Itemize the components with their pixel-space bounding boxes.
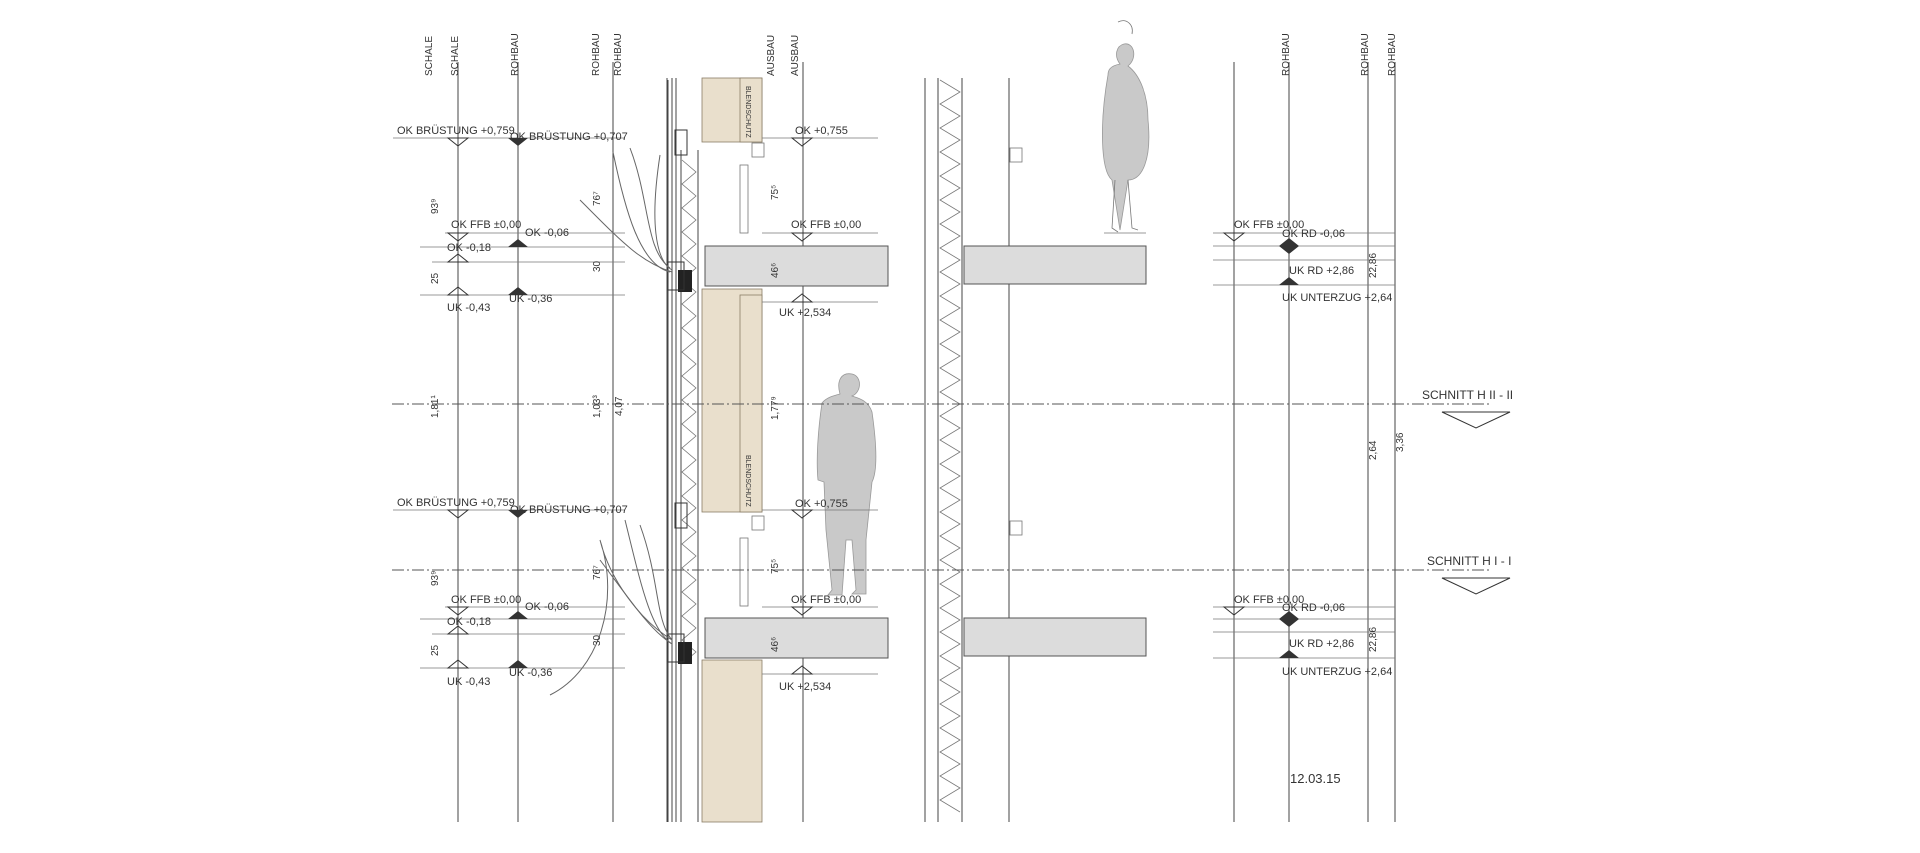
dim-1-03-3: 1,03³: [592, 395, 603, 418]
dim-30-lower: 30: [592, 634, 603, 646]
axis-label-ausbau-2: AUSBAU: [790, 35, 801, 76]
axis-label-ausbau-1: AUSBAU: [766, 35, 777, 76]
cable-curves: [549, 147, 673, 696]
ok-ffb-left-lower: OK FFB ±0,00: [451, 594, 521, 606]
ok-ffb-right-upper: OK FFB ±0,00: [1234, 219, 1304, 231]
level-markers-lower: [446, 509, 1299, 675]
ok-bruestung-rohbau-upper: OK BRÜSTUNG +0,707: [510, 131, 628, 143]
insulation-hatch: [681, 159, 697, 665]
ok-ffb-mid-lower: OK FFB ±0,00: [791, 594, 861, 606]
dim-25-upper: 25: [430, 272, 441, 284]
level-markers-upper: [446, 137, 1299, 303]
dim-1-81-1: 1,81¹: [430, 395, 441, 418]
dim-76-7-upper: 76⁷: [592, 191, 603, 206]
ok-rd-lower: OK RD -0,06: [1282, 602, 1345, 614]
ok-rd-upper: OK RD -0,06: [1282, 228, 1345, 240]
dim-2-64: 2,64: [1368, 440, 1379, 460]
section-cut-lines: [392, 403, 1511, 595]
section-label-lower: SCHNITT H I - I: [1427, 554, 1511, 568]
dim-93-9-upper: 93⁹: [430, 199, 441, 214]
ok-ffb-mid-upper: OK FFB ±0,00: [791, 219, 861, 231]
human-figure-woman: [1102, 20, 1150, 233]
dim-75-5-lower: 75⁵: [770, 559, 781, 574]
uk-unterzug-upper: UK UNTERZUG +2,64: [1282, 292, 1392, 304]
dim-46-6-lower: 46⁶: [770, 637, 781, 652]
middle-section: [924, 78, 1147, 822]
ok-bruestung-schale-lower: OK BRÜSTUNG +0,759: [397, 497, 515, 509]
ok-ffb-right-lower: OK FFB ±0,00: [1234, 594, 1304, 606]
ok-schale-upper: OK -0,18: [447, 242, 491, 254]
blendschutz-label-upper: BLENDSCHUTZ: [744, 86, 751, 138]
level-annotations-upper: OK BRÜSTUNG +0,759 OK BRÜSTUNG +0,707 OK…: [397, 125, 1392, 319]
dim-22-86-upper: 22,86: [1368, 253, 1379, 278]
dim-76-7-lower: 76⁷: [592, 565, 603, 580]
uk-rohbau-lower: UK -0,36: [509, 667, 552, 679]
uk-schale-upper: UK -0,43: [447, 302, 490, 314]
uk-unterzug-lower: UK UNTERZUG +2,64: [1282, 666, 1392, 678]
ok-ffb-left-upper: OK FFB ±0,00: [451, 219, 521, 231]
uk-ausbau-upper: UK +2,534: [779, 307, 831, 319]
dim-75-5-upper: 75⁵: [770, 185, 781, 200]
ok-rohbau-lower: OK -0,06: [525, 601, 569, 613]
axis-header-labels: SCHALE SCHALE ROHBAU ROHBAU ROHBAU AUSBA…: [424, 33, 1398, 76]
blendschutz-label-lower: BLENDSCHUTZ: [744, 455, 751, 507]
axis-label-rohbau-3: ROHBAU: [613, 33, 624, 76]
axis-label-schale-1: SCHALE: [424, 36, 435, 76]
axis-label-schale-2: SCHALE: [450, 36, 461, 76]
axis-label-rohbau-5: ROHBAU: [1360, 33, 1371, 76]
uk-rd-lower: UK RD +2,86: [1289, 638, 1354, 650]
ok-bruestung-schale-upper: OK BRÜSTUNG +0,759: [397, 125, 515, 137]
drawing-date: 12.03.15: [1290, 771, 1341, 786]
uk-rohbau-upper: UK -0,36: [509, 293, 552, 305]
dim-22-86-lower: 22,86: [1368, 627, 1379, 652]
dim-4-07: 4,07: [614, 396, 625, 416]
axis-label-rohbau-1: ROHBAU: [510, 33, 521, 76]
vertical-axis-lines: [457, 62, 1396, 822]
ok-ausbau-upper: OK +0,755: [795, 125, 848, 137]
dim-46-6-upper: 46⁶: [770, 263, 781, 278]
dim-25-lower: 25: [430, 644, 441, 656]
ok-bruestung-rohbau-lower: OK BRÜSTUNG +0,707: [510, 504, 628, 516]
middle-insulation-hatch: [939, 79, 961, 813]
uk-schale-lower: UK -0,43: [447, 676, 490, 688]
human-figure-man: [816, 373, 877, 596]
axis-label-rohbau-6: ROHBAU: [1387, 33, 1398, 76]
uk-rd-upper: UK RD +2,86: [1289, 265, 1354, 277]
dimension-annotations: 93⁹ 25 1,81¹ 93⁹ 25 76⁷ 30 1,03³ 4,07 76…: [430, 185, 1406, 656]
dim-1-77-9: 1,77⁹: [770, 396, 781, 420]
ok-ausbau-lower: OK +0,755: [795, 498, 848, 510]
dim-3-36: 3,36: [1395, 432, 1406, 452]
facade-section: [666, 77, 889, 823]
ok-rohbau-upper: OK -0,06: [525, 227, 569, 239]
uk-ausbau-lower: UK +2,534: [779, 681, 831, 693]
level-annotations-lower: OK BRÜSTUNG +0,759 OK BRÜSTUNG +0,707 OK…: [397, 497, 1392, 693]
dim-30-upper: 30: [592, 260, 603, 272]
level-lines-lower: [393, 509, 1395, 675]
axis-label-rohbau-2: ROHBAU: [591, 33, 602, 76]
ok-schale-lower: OK -0,18: [447, 616, 491, 628]
section-label-upper: SCHNITT H II - II: [1422, 388, 1513, 402]
axis-label-rohbau-4: ROHBAU: [1281, 33, 1292, 76]
dim-93-9-lower: 93⁹: [430, 571, 441, 586]
